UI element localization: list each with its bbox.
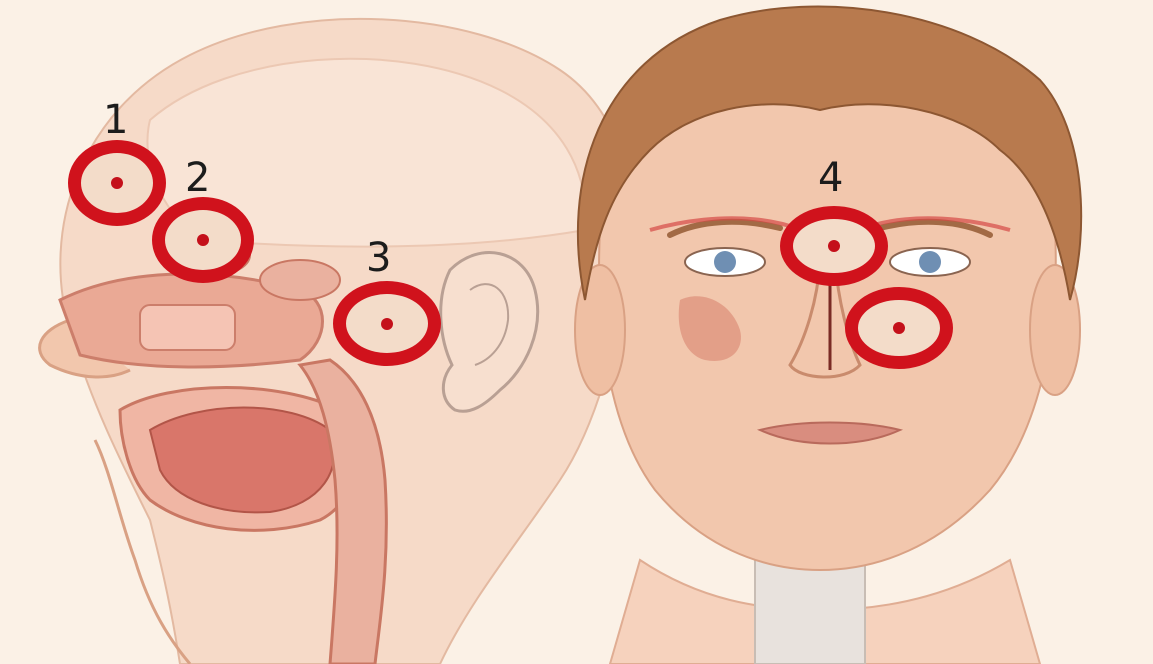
label-4: 4 [818, 158, 843, 198]
label-2: 2 [185, 158, 210, 198]
right-iris [919, 251, 941, 273]
sphenoid-sinus-target-icon [333, 281, 441, 366]
target-dot-icon [893, 322, 905, 334]
turbinate [140, 305, 235, 350]
target-dot-icon [111, 177, 123, 189]
target-dot-icon [197, 234, 209, 246]
label-3: 3 [366, 238, 391, 278]
ethmoid-sinus-target-icon [152, 197, 254, 283]
left-iris [714, 251, 736, 273]
sphenoid-pocket [260, 260, 340, 300]
forehead-sinus-target-icon [780, 206, 888, 286]
maxillary-sinus-target-icon [845, 287, 953, 369]
target-dot-icon [381, 318, 393, 330]
frontal-sinus-target-icon [68, 140, 166, 226]
label-1: 1 [103, 100, 128, 140]
target-dot-icon [828, 240, 840, 252]
